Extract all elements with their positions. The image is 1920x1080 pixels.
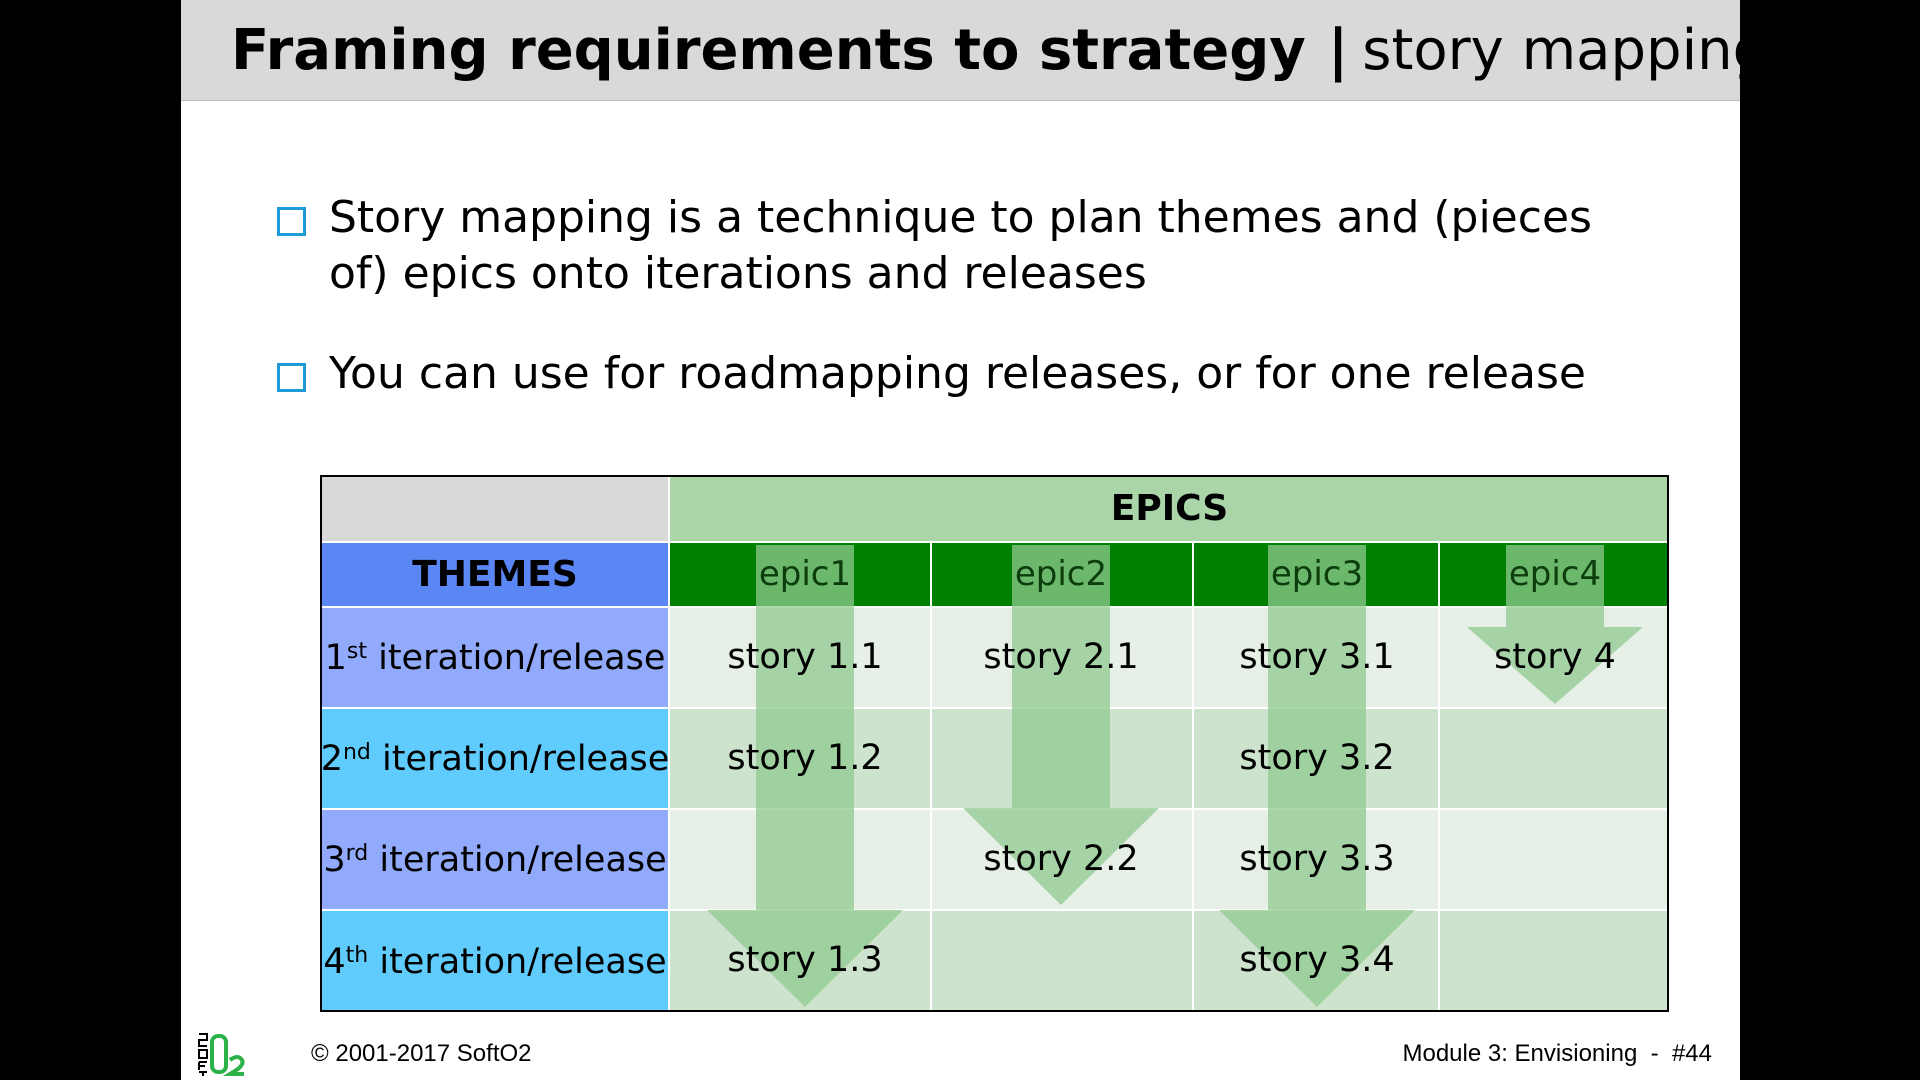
story-cell: story 1.3: [727, 940, 883, 980]
story-cell: story 1.2: [727, 738, 883, 778]
story-cell: story 3.4: [1239, 940, 1395, 980]
row-suffix: rd: [345, 841, 369, 866]
softo2-logo-icon: [198, 1033, 245, 1076]
epic-arrows: [707, 545, 1643, 1007]
row-num: 1: [324, 637, 347, 678]
story-cell: story 3.2: [1239, 738, 1395, 778]
grid-line: [1438, 541, 1440, 1012]
story-cell: story 3.1: [1239, 637, 1395, 677]
story-cell: story 1.1: [727, 637, 883, 677]
epic-label-2: epic2: [1014, 554, 1108, 594]
story-cell: story 2.2: [983, 839, 1139, 879]
bullet-text: You can use for roadmapping releases, or…: [329, 348, 1586, 399]
epic-label-4: epic4: [1508, 554, 1602, 594]
epic1-arrow: [707, 545, 903, 1007]
footer-page-number: Module 3: Envisioning - #44: [1402, 1040, 1712, 1067]
row-num: 3: [323, 839, 346, 880]
grid-line: [668, 475, 670, 1012]
title-subtitle: story mapping: [1362, 18, 1740, 83]
story-cell: story 4: [1494, 637, 1616, 677]
row-suffix: nd: [342, 740, 371, 765]
row-suffix: st: [346, 639, 367, 664]
bullet-text: Story mapping is a technique to plan the…: [329, 192, 1592, 299]
epic3-arrow: [1219, 545, 1415, 1007]
row-text: iteration/release: [370, 738, 670, 779]
title-bar: Framing requirements to strategy |story m…: [181, 0, 1740, 101]
grid-line: [320, 707, 1669, 709]
row-suffix: th: [345, 943, 369, 968]
grid-line: [320, 541, 1669, 543]
grid-line: [930, 541, 932, 1012]
slide: Framing requirements to strategy |story m…: [181, 0, 1740, 1080]
title-main: Framing requirements to strategy: [231, 18, 1306, 83]
epics-header: EPICS: [670, 475, 1669, 541]
row-text: iteration/release: [366, 637, 666, 678]
row-text: iteration/release: [368, 941, 667, 982]
themes-header: THEMES: [320, 543, 670, 606]
slide-title: Framing requirements to strategy |story m…: [231, 16, 1740, 86]
row-num: 2: [320, 738, 343, 779]
row-num: 4: [323, 941, 346, 982]
header-blank-cell: [320, 475, 670, 541]
grid-line: [320, 909, 1669, 911]
bullet-box-icon: [277, 363, 306, 392]
bullet-box-icon: [277, 207, 306, 236]
story-cell: story 3.3: [1239, 839, 1395, 879]
row-text: iteration/release: [368, 839, 667, 880]
grid-line: [320, 606, 1669, 608]
title-separator: |: [1327, 18, 1349, 83]
epic4-arrow: [1467, 545, 1643, 704]
footer-copyright: © 2001-2017 SoftO2: [311, 1040, 532, 1067]
epic-label-1: epic1: [758, 554, 852, 594]
grid-line: [1192, 541, 1194, 1012]
epic2-arrow: [963, 545, 1159, 905]
epic-label-3: epic3: [1270, 554, 1364, 594]
story-cell: story 2.1: [983, 637, 1139, 677]
